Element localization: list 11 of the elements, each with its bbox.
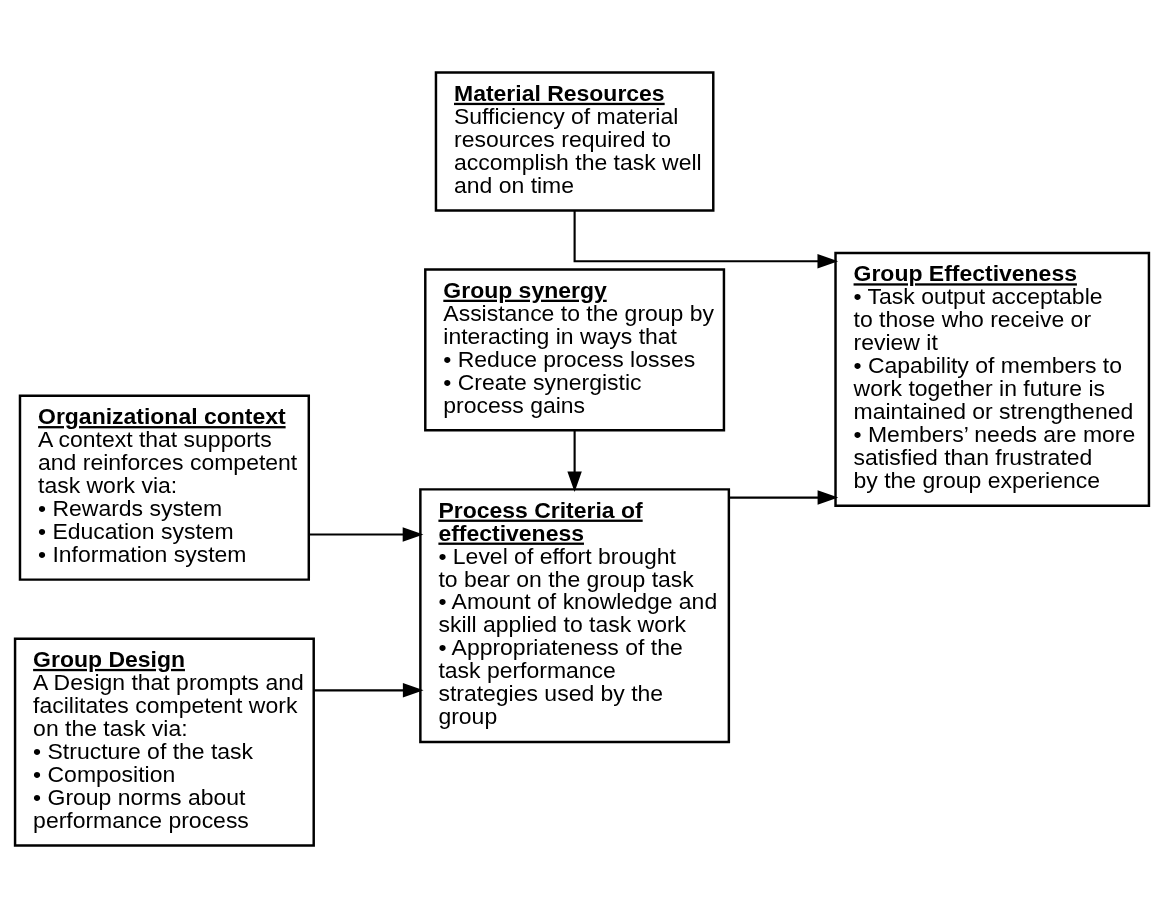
node-box: Organizational context A context that supports and reinforces competent task work via: • Rewards system • Education system • Information system — [18, 394, 311, 581]
arrow — [573, 209, 839, 268]
arrow — [314, 682, 424, 698]
node-box: Group Design A Design that prompts and facilitates competent work on the task via: • Structure of the task • Composition • Group norms about performance process — [13, 636, 315, 847]
node-box: Group Effectiveness • Task output acceptable to those who receive or review it • Capability of members to work together in future is maintained or strengthened • Members’ needs are more satisfied than frustrated by the group experience — [834, 251, 1151, 507]
node-box: Process Criteria of effectiveness • Level of effort brought to bear on the group task • Amount of knowledge and skill applied to task work • Appropriateness of the task performance strategies used by the group — [419, 487, 731, 743]
node-box: Material Resources Sufficiency of material resources required to accomplish the task well and on time — [434, 70, 715, 212]
arrow — [567, 429, 582, 492]
node-box: Group synergy Assistance to the group by interacting in ways that • Reduce process losses • Create synergistic process gains — [424, 267, 726, 431]
arrow — [309, 526, 424, 542]
arrow — [728, 489, 839, 505]
